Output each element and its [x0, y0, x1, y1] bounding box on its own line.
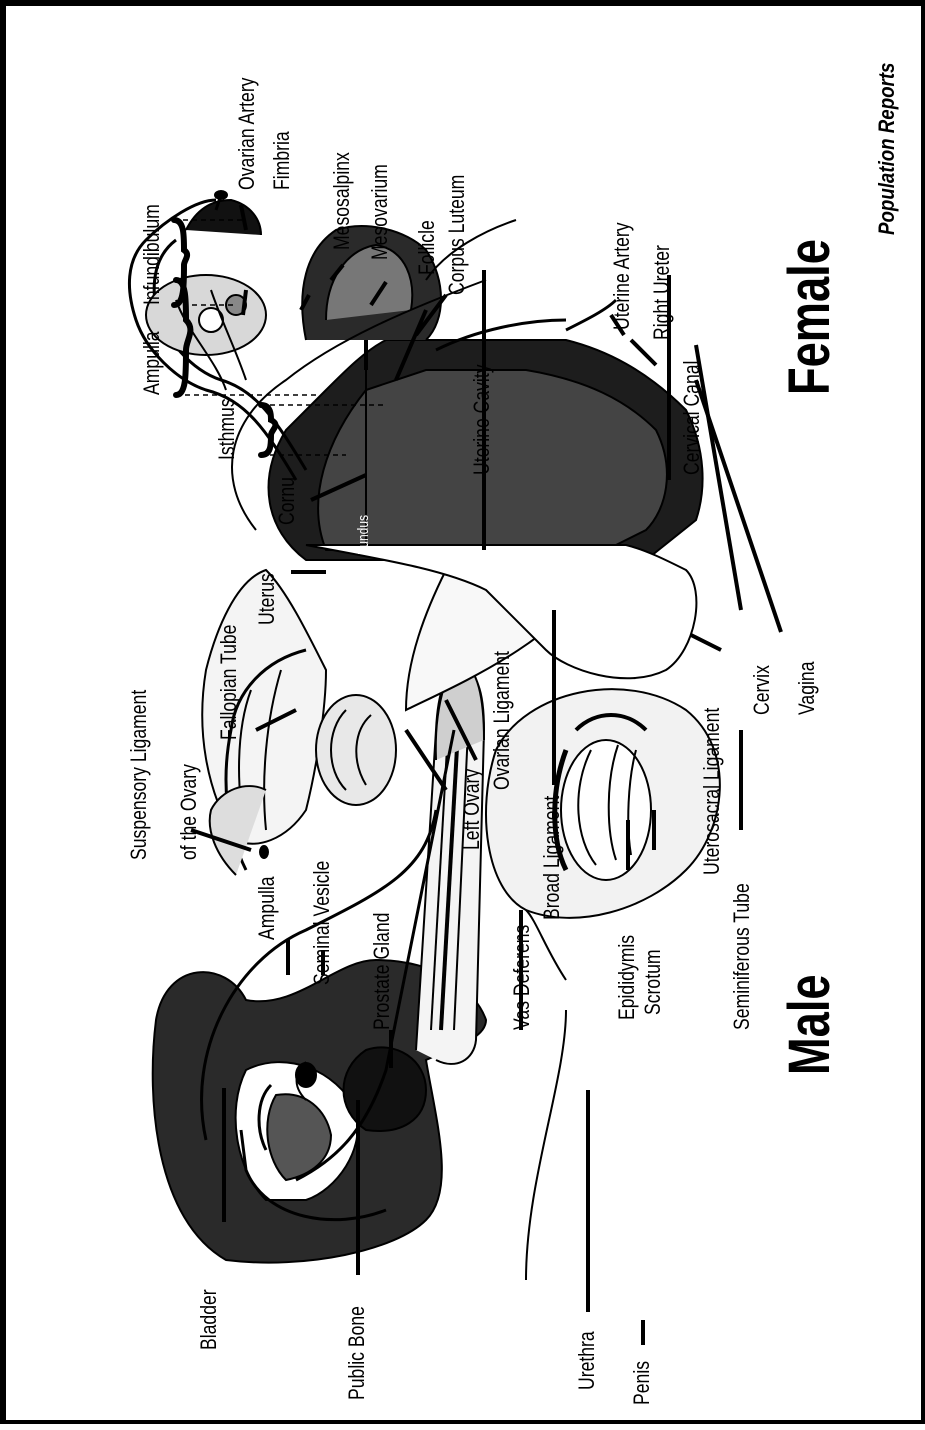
label-uterus: Uterus	[256, 573, 278, 625]
label-uterine-cavity: Uterine Cavity	[471, 364, 493, 475]
label-cornu: Cornu	[276, 477, 298, 525]
label-ovarian-ligament: Ovarian Ligament	[491, 651, 513, 790]
label-penis: Penis	[631, 1361, 653, 1405]
label-fallopian-tube: Fallopian Tube	[218, 625, 240, 740]
label-cervical-canal: Cervical Canal	[681, 361, 703, 475]
label-mesovarium: Mesovarium	[369, 164, 391, 260]
label-uterosacral-ligament: Uterosacral Ligament	[701, 708, 723, 875]
label-male-ampulla: Ampulla	[256, 876, 278, 940]
label-suspensory-ligament: Suspensory Ligament	[128, 690, 150, 860]
rotated-diagram-canvas: Male Female Population Reports Bladder P…	[6, 6, 925, 1430]
label-seminiferous-tube: Seminiferous Tube	[731, 883, 753, 1030]
label-infundibulum: Infundibulum	[141, 204, 163, 305]
label-corpus-luteum: Corpus Luteum	[446, 175, 468, 295]
label-ovarian-artery: Ovarian Artery	[236, 78, 258, 190]
label-pubic-bone: Public Bone	[346, 1306, 368, 1400]
label-left-ovary: Left Ovary	[461, 769, 483, 850]
label-urethra: Urethra	[576, 1331, 598, 1390]
label-right-ureter: Right Ureter	[651, 245, 673, 340]
label-prostate-gland: Prostate Gland	[371, 913, 393, 1030]
label-epididymis: Epididymis	[616, 935, 638, 1020]
label-female-ampulla: Ampulla	[141, 331, 163, 395]
label-uterine-artery: Uterine Artery	[611, 222, 633, 330]
label-bladder: Bladder	[198, 1289, 220, 1350]
label-cervix: Cervix	[751, 665, 773, 715]
credit-label: Population Reports	[876, 63, 898, 235]
label-scrotum: Scrotum	[642, 949, 664, 1015]
label-broad-ligament: Broad Ligament	[541, 796, 563, 920]
label-fimbria: Fimbria	[271, 131, 293, 190]
label-isthmus: Isthmus	[216, 398, 238, 460]
label-vas-deferens: Vas Deferens	[511, 925, 533, 1030]
female-heading: Female	[781, 239, 839, 395]
male-heading: Male	[781, 974, 839, 1075]
label-follicle: Follicle	[416, 220, 438, 275]
label-vagina: Vagina	[796, 662, 818, 716]
label-seminal-vesicle: Seminal Vesicle	[311, 861, 333, 985]
label-fundus: Fundus	[356, 515, 371, 555]
label-mesosalpinx: Mesosalpinx	[331, 152, 353, 250]
label-suspensory-ligament-line2: of the Ovary	[178, 764, 200, 860]
